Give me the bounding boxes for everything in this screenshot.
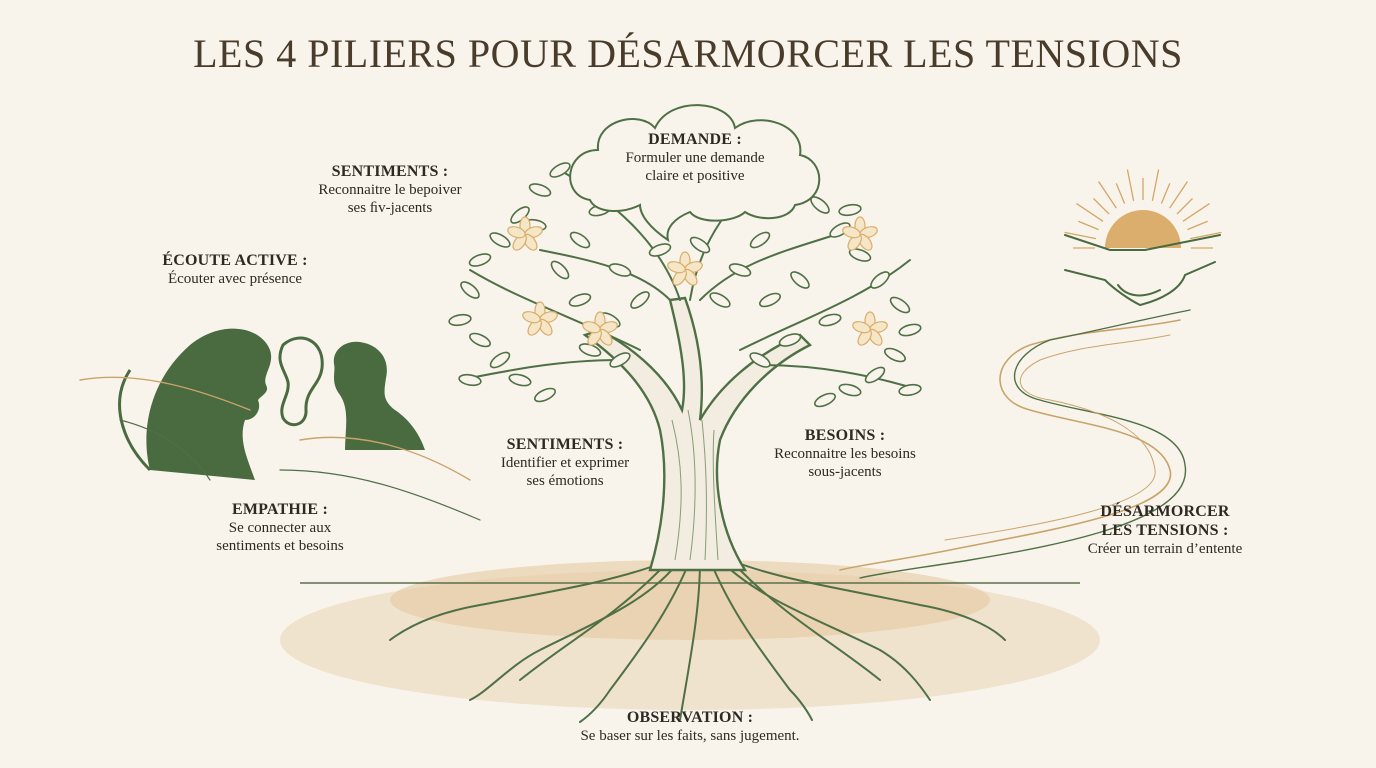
sun-ray <box>1160 183 1171 204</box>
label-desarmorcer: DÉSARMORCER LES TENSIONS : Créer un terr… <box>1055 502 1275 558</box>
flower-petal <box>852 321 871 334</box>
flower-petal <box>507 226 526 239</box>
label-sentiments-top-text: Reconnaitre le bepoiver ses ﬁv-jacents <box>318 182 462 217</box>
sun-ray <box>1182 203 1210 222</box>
flower-petal <box>667 261 686 274</box>
leaf <box>838 383 862 397</box>
woman-silhouette-icon <box>118 328 272 480</box>
leaves <box>448 152 922 408</box>
leaf <box>709 292 731 308</box>
leaf <box>568 293 592 307</box>
label-sentiments-top-heading: SENTIMENTS : <box>331 163 449 180</box>
page-title: LES 4 PILIERS POUR DÉSARMORCER LES TENSI… <box>193 31 1183 76</box>
flower-petal <box>842 226 861 239</box>
leaf <box>448 313 472 327</box>
leaf <box>534 387 556 403</box>
label-besoins-text: Reconnaitre les besoins sous-jacents <box>774 446 916 481</box>
label-besoins: BESOINS : Reconnaitre les besoins sous-j… <box>740 426 950 481</box>
leaf <box>749 231 771 249</box>
leaf <box>608 263 632 277</box>
label-observation: OBSERVATION : Se baser sur les faits, sa… <box>530 708 850 745</box>
man-silhouette-icon <box>333 341 425 450</box>
leaf <box>630 291 650 309</box>
leaf <box>469 332 491 348</box>
label-ecoute-text: Écouter avec présence <box>167 271 303 288</box>
ground <box>280 560 1100 710</box>
label-sentiments-mid-text: Identifier et exprimer ses émotions <box>500 455 630 490</box>
roots <box>389 559 1006 723</box>
label-observation-text: Se baser sur les faits, sans jugement. <box>580 728 800 745</box>
label-desarmorcer-heading: DÉSARMORCER LES TENSIONS : <box>1100 503 1230 540</box>
leaf <box>468 253 492 267</box>
leaf <box>528 183 552 197</box>
sun-ray <box>1151 169 1160 202</box>
sun-ray <box>1093 198 1110 215</box>
speech-cloud <box>569 104 821 243</box>
leaf <box>889 296 911 314</box>
label-besoins-heading: BESOINS : <box>804 427 886 444</box>
leaf <box>829 222 851 238</box>
leaf <box>550 260 570 280</box>
tree-icon <box>459 159 921 572</box>
label-sentiments-mid-heading: SENTIMENTS : <box>506 436 624 453</box>
label-desarmorcer-text: Créer un terrain d’entente <box>1087 541 1243 558</box>
leaf <box>870 271 890 289</box>
label-empathie: EMPATHIE : Se connecter aux sentiments e… <box>180 500 380 555</box>
label-demande-text: Formuler une demande claire et positive <box>625 150 765 185</box>
leaf <box>648 243 672 257</box>
leaf <box>838 203 862 217</box>
leaf <box>884 347 906 363</box>
sun-ray <box>1076 203 1104 222</box>
river-icon <box>839 309 1191 579</box>
leaf <box>818 313 842 327</box>
label-sentiments-mid: SENTIMENTS : Identifier et exprimer ses … <box>465 435 665 490</box>
label-demande: DEMANDE : Formuler une demande claire et… <box>585 130 805 185</box>
wind-swirls <box>79 376 481 521</box>
label-ecoute: ÉCOUTE ACTIVE : Écouter avec présence <box>130 251 340 288</box>
leaf <box>489 351 511 369</box>
sun-ray <box>1126 169 1135 202</box>
leaf <box>728 263 752 277</box>
sun-ray <box>1189 231 1222 240</box>
sun-ray <box>1078 220 1099 231</box>
label-sentiments-top: SENTIMENTS : Reconnaitre le bepoiver ses… <box>290 162 490 217</box>
sun-ray <box>1187 220 1208 231</box>
sun-ray <box>1176 198 1193 215</box>
leaf <box>898 383 922 397</box>
leaf <box>759 292 781 308</box>
leaf <box>689 236 711 254</box>
leaf <box>569 231 591 249</box>
leaf <box>609 352 631 368</box>
sun-ray <box>1169 181 1188 209</box>
sun-ray <box>1115 183 1126 204</box>
sun-ray <box>1064 231 1097 240</box>
handshake-icon <box>1064 234 1221 307</box>
leaf <box>508 373 532 387</box>
leaf <box>848 248 872 262</box>
leaf <box>790 271 810 289</box>
flower-petal <box>522 311 541 324</box>
flower-petal <box>582 321 601 334</box>
label-observation-heading: OBSERVATION : <box>626 709 754 726</box>
leaf <box>814 392 836 408</box>
leaf <box>864 366 886 384</box>
leaf <box>549 162 571 178</box>
leaf <box>460 281 480 299</box>
label-empathie-text: Se connecter aux sentiments et besoins <box>216 520 344 555</box>
leaf <box>898 323 922 337</box>
ear-icon <box>278 336 324 427</box>
leaf <box>749 352 771 368</box>
label-ecoute-heading: ÉCOUTE ACTIVE : <box>162 252 308 269</box>
sun-ray <box>1098 181 1117 209</box>
sun-icon <box>1064 169 1222 249</box>
leaf <box>458 373 482 387</box>
label-empathie-heading: EMPATHIE : <box>231 501 329 518</box>
label-demande-heading: DEMANDE : <box>648 131 742 148</box>
leaf <box>778 333 802 347</box>
leaf <box>489 232 511 248</box>
